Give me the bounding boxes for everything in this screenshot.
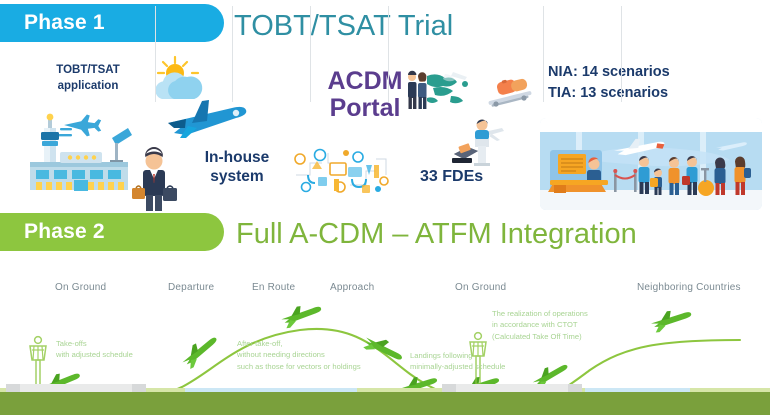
nia-scenarios-label: NIA: 14 scenarios — [548, 64, 670, 80]
ctot-annotation-line-1: The realization of operations — [492, 309, 588, 318]
stage-label-on-ground-2: On Ground — [455, 282, 507, 293]
takeoff-annotation-line-1: Take-offs — [56, 339, 87, 348]
airplane-blue-icon — [162, 95, 250, 141]
stage-divider — [543, 6, 544, 102]
takeoff-annotation: Take-offs with adjusted schedule — [56, 338, 133, 361]
plane-approach-icon — [363, 337, 402, 360]
takeoff-annotation-line-2: with adjusted schedule — [56, 350, 133, 360]
businessman-icon — [128, 147, 180, 212]
tobt-app-line-2: application — [57, 79, 119, 92]
stage-divider — [155, 6, 156, 102]
fdes-count-label: 33 FDEs — [420, 168, 484, 185]
tobt-tsat-application-label: TOBT/TSAT application — [33, 63, 143, 94]
enroute-annotation-line-1: After take-off, — [237, 339, 283, 348]
stage-label-on-ground-1: On Ground — [55, 282, 107, 293]
stage-divider — [621, 6, 622, 102]
control-tower-icon — [450, 118, 510, 166]
stage-label-departure: Departure — [168, 282, 215, 293]
control-tower-right-icon — [469, 331, 487, 385]
acdm-portal-line-1: ACDM — [327, 67, 403, 95]
scenarios-summary: NIA: 14 scenarios TIA: 13 scenarios — [548, 62, 670, 104]
ctot-annotation-line-3: (Calculated Take Off Time) — [492, 331, 582, 341]
landing-annotation-line-1: Landings following — [410, 351, 473, 360]
baggage-conveyor-icon — [482, 70, 537, 110]
acdm-portal-line-2: Portal — [329, 94, 401, 122]
landing-annotation-line-2: minimally-adjusted schedule — [410, 362, 506, 372]
in-house-line-1: In-house — [204, 149, 270, 166]
enroute-annotation-line-3: such as those for vectors or holdings — [237, 361, 361, 371]
tobt-app-line-1: TOBT/TSAT — [56, 64, 120, 76]
phase-1-badge-label: Phase 1 — [24, 11, 105, 34]
stage-divider — [232, 6, 233, 102]
control-tower-left-icon — [29, 335, 47, 387]
stage-divider — [310, 6, 311, 102]
landing-annotation: Landings following minimally-adjusted sc… — [410, 350, 505, 373]
acdm-portal-label: ACDM Portal — [305, 68, 425, 122]
technology-cluster-icon — [288, 145, 393, 195]
stage-label-en-route: En Route — [252, 282, 296, 293]
phase-2-badge-label: Phase 2 — [24, 220, 105, 243]
ctot-annotation-line-2: in accordance with CTOT — [492, 320, 578, 330]
stage-label-approach: Approach — [330, 282, 375, 293]
airport-checkin-scene — [540, 118, 762, 210]
world-map-people-icon — [405, 68, 475, 116]
phase-1-badge: Phase 1 — [0, 4, 224, 42]
weather-sun-cloud-icon — [148, 55, 208, 103]
plane-departure-icon — [182, 337, 217, 369]
phase-1-title: TOBT/TSAT Trial — [234, 10, 454, 42]
in-house-system-label: In-house system — [178, 148, 296, 187]
phase-2-title: Full A-CDM – ATFM Integration — [236, 218, 637, 250]
in-house-line-2: system — [210, 168, 264, 186]
ground-base-band — [0, 392, 770, 415]
tia-scenarios-label: TIA: 13 scenarios — [548, 85, 669, 102]
airport-terminal-icon — [16, 110, 146, 192]
ctot-annotation: The realization of operations in accorda… — [492, 308, 588, 342]
stage-divider — [388, 6, 389, 102]
enroute-annotation-line-2: without needing directions — [237, 350, 325, 360]
plane-neighboring-icon — [650, 310, 692, 333]
stage-label-neighboring-countries: Neighboring Countries — [637, 282, 741, 293]
enroute-annotation: After take-off, without needing directio… — [237, 338, 361, 372]
plane-enroute-icon — [281, 306, 322, 329]
phase-2-badge: Phase 2 — [0, 213, 224, 251]
